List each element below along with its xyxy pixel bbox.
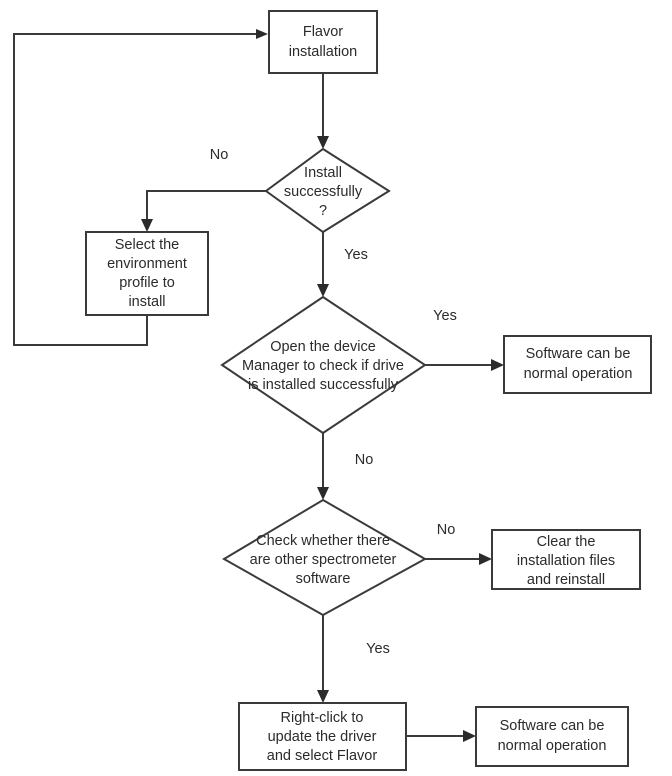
node-select-environment-profile-line-2: profile to	[119, 275, 175, 291]
node-software-normal-operation-top-line-1: normal operation	[524, 366, 633, 382]
edge-label-install-no: No	[210, 147, 229, 163]
node-check-other-spectrometer-decision[interactable]: Check whether there are other spectromet…	[222, 498, 428, 617]
node-software-normal-operation-bottom-line-1: normal operation	[498, 738, 607, 754]
node-select-environment-profile-line-1: environment	[107, 256, 187, 272]
node-select-environment-profile-line-0: Select the	[115, 237, 180, 253]
edge-install-no-to-select-profile	[141, 190, 266, 232]
node-software-normal-operation-bottom[interactable]: Software can be normal operation	[475, 706, 629, 767]
edge-spectrometer-yes-to-right-click	[317, 615, 329, 703]
edge-label-install-yes: Yes	[344, 247, 368, 263]
node-select-environment-profile-line-3: install	[128, 294, 165, 310]
node-software-normal-operation-top[interactable]: Software can be normal operation	[503, 335, 652, 394]
node-check-other-spectrometer-line-2: software	[296, 571, 351, 587]
node-install-successfully-line-1: successfully	[284, 184, 363, 200]
node-check-other-spectrometer-line-1: are other spectrometer	[250, 552, 397, 568]
node-open-device-manager-decision[interactable]: Open the device Manager to check if driv…	[220, 295, 427, 435]
node-open-device-manager-line-0: Open the device	[270, 339, 376, 355]
edge-label-device-manager-no: No	[355, 452, 374, 468]
edge-device-manager-no-to-spectrometer	[317, 433, 329, 500]
node-right-click-update-driver-line-2: and select Flavor	[267, 748, 378, 764]
edge-install-yes-to-device-manager	[317, 232, 329, 297]
node-right-click-update-driver-line-0: Right-click to	[281, 710, 364, 726]
edge-loop-back-to-flavor-installation	[13, 29, 268, 346]
node-clear-installation-files-line-0: Clear the	[537, 534, 596, 550]
node-software-normal-operation-top-line-0: Software can be	[526, 346, 631, 362]
node-flavor-installation-line-0: Flavor	[303, 24, 343, 40]
edge-device-manager-yes-to-software-ok-top	[425, 359, 504, 371]
node-flavor-installation[interactable]: Flavor installation	[268, 10, 378, 74]
edge-label-spectrometer-yes: Yes	[366, 641, 390, 657]
node-install-successfully-line-0: Install	[304, 165, 342, 181]
edge-flavor-to-install-decision	[317, 73, 329, 149]
edge-label-spectrometer-no: No	[437, 522, 456, 538]
node-right-click-update-driver[interactable]: Right-click to update the driver and sel…	[238, 702, 407, 771]
node-flavor-installation-line-1: installation	[289, 44, 358, 60]
node-clear-installation-files[interactable]: Clear the installation files and reinsta…	[491, 529, 641, 590]
node-open-device-manager-line-2: is installed successfully	[248, 377, 399, 393]
node-right-click-update-driver-line-1: update the driver	[268, 729, 377, 745]
edge-label-device-manager-yes: Yes	[433, 308, 457, 324]
node-open-device-manager-line-1: Manager to check if drive	[242, 358, 404, 374]
edge-spectrometer-no-to-clear-files	[425, 553, 492, 565]
edge-right-click-to-software-ok-bottom	[406, 730, 476, 742]
node-check-other-spectrometer-line-0: Check whether there	[256, 533, 390, 549]
node-install-successfully-decision[interactable]: Install successfully ?	[264, 147, 391, 234]
node-install-successfully-line-2: ?	[319, 203, 327, 219]
node-clear-installation-files-line-1: installation files	[517, 553, 615, 569]
node-software-normal-operation-bottom-line-0: Software can be	[500, 718, 605, 734]
node-clear-installation-files-line-2: and reinstall	[527, 572, 605, 588]
node-select-environment-profile[interactable]: Select the environment profile to instal…	[85, 231, 209, 316]
